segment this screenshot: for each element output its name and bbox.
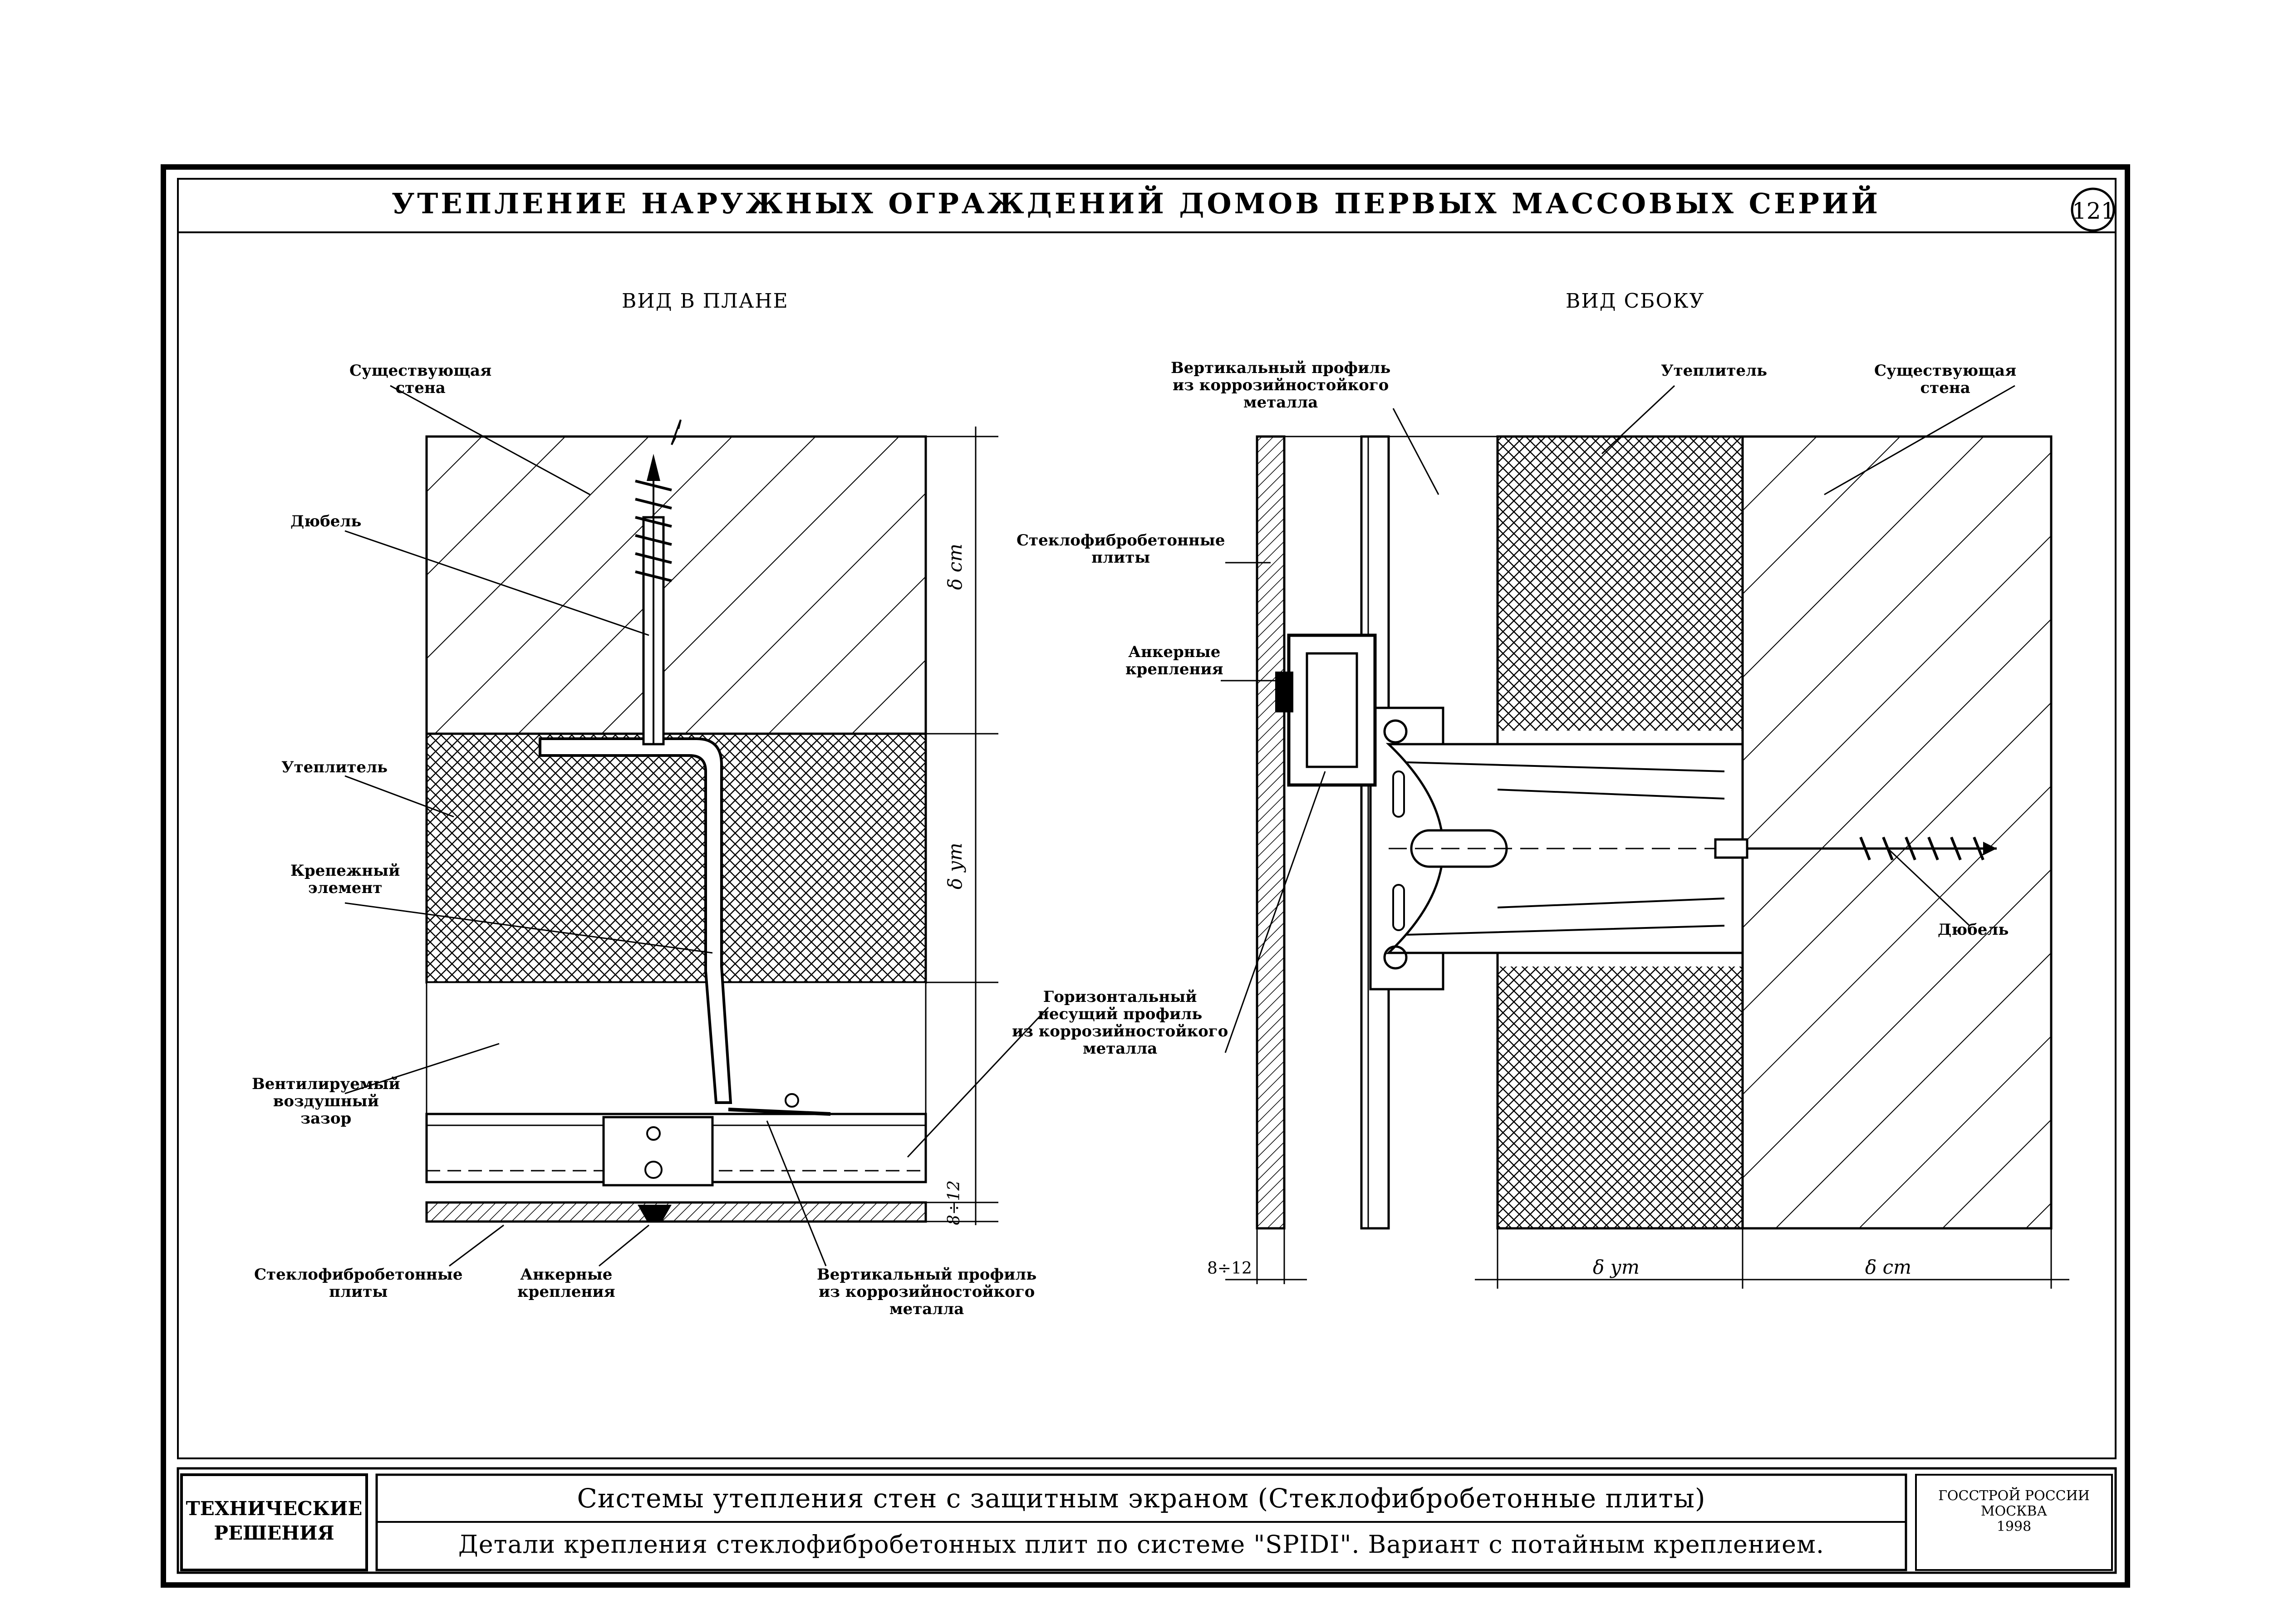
side-dowel <box>1714 836 1997 861</box>
plan-view-title: ВИД В ПЛАНЕ <box>622 289 789 313</box>
page-title: УТЕПЛЕНИЕ НАРУЖНЫХ ОГРАЖДЕНИЙ ДОМОВ ПЕРВ… <box>391 187 1881 220</box>
plan-fastening-element <box>539 737 732 1104</box>
plan-air-gap <box>426 981 927 1115</box>
plan-label-dowel: Дюбель <box>290 512 362 530</box>
side-dim-wall: δ ст <box>1865 1256 1911 1278</box>
side-view-drawing <box>1221 385 2069 1289</box>
plan-insulation <box>425 732 927 984</box>
side-panel <box>1256 435 1286 1230</box>
plan-dim-wall: δ ст <box>944 544 966 590</box>
sheet-number: 121 <box>2072 198 2116 224</box>
side-dim-gap: 8÷12 <box>1207 1259 1252 1278</box>
plan-panel <box>425 1201 927 1223</box>
plan-label-insulation: Утеплитель <box>281 758 388 776</box>
title-block-line-2: Детали крепления стеклофибробетонных пли… <box>458 1530 1825 1559</box>
plan-dim-insulation: δ ут <box>944 843 966 889</box>
side-view-title: ВИД СБОКУ <box>1566 289 1705 313</box>
plan-dim-gap: 8÷12 <box>945 1180 963 1225</box>
side-label-dowel: Дюбель <box>1938 921 2009 939</box>
side-bracket <box>1369 707 1744 991</box>
side-dim-insulation: δ ут <box>1593 1256 1640 1278</box>
plan-dowel <box>635 454 672 746</box>
title-block-line-1: Системы утепления стен с защитным экрано… <box>577 1483 1706 1514</box>
sheet-frame <box>161 164 2130 1588</box>
plan-view-drawing <box>344 385 1049 1267</box>
side-existing-wall <box>1741 435 2053 1230</box>
side-label-insulation: Утеплитель <box>1661 362 1768 380</box>
plan-existing-wall <box>425 435 927 735</box>
